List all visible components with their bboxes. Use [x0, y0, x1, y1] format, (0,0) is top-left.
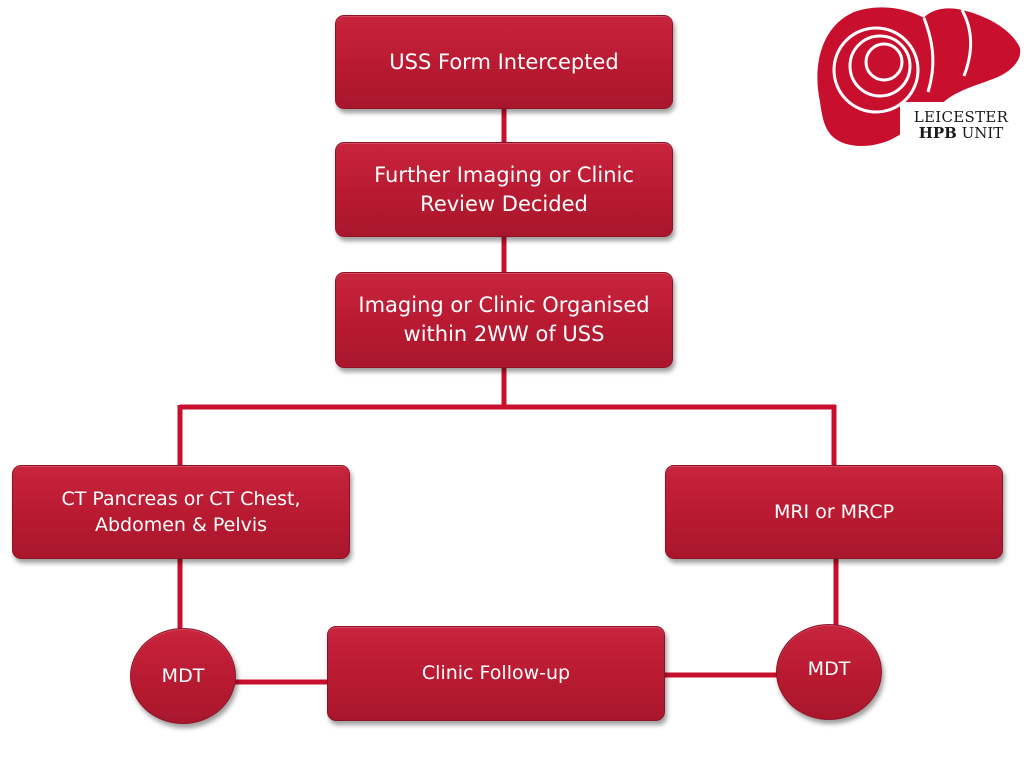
- node-label: USS Form Intercepted: [389, 49, 619, 74]
- logo-hpb: HPB: [918, 123, 957, 142]
- logo-line-leicester: LEICESTER: [913, 108, 1009, 126]
- node-mri-mrcp: MRI or MRCP: [665, 465, 1003, 559]
- node-further-imaging-decided: Further Imaging or Clinic Review Decided: [335, 142, 673, 237]
- node-label: MDT: [807, 657, 851, 680]
- logo-line-hpb-unit: HPB UNIT: [900, 123, 1022, 142]
- leicester-hpb-logo-liver-icon: [817, 7, 1022, 150]
- node-label: Imaging or Clinic Organised within 2WW o…: [358, 293, 650, 346]
- node-clinic-follow-up: Clinic Follow-up: [327, 626, 665, 721]
- leicester-hpb-logo-text: LEICESTER HPB UNIT: [900, 108, 1022, 142]
- node-label: Clinic Follow-up: [421, 662, 571, 685]
- node-ct-pancreas: CT Pancreas or CT Chest, Abdomen & Pelvi…: [12, 465, 350, 559]
- node-label: Further Imaging or Clinic Review Decided: [374, 162, 634, 216]
- node-mdt-right: MDT: [776, 624, 882, 720]
- logo-unit: UNIT: [961, 123, 1004, 142]
- node-label: CT Pancreas or CT Chest, Abdomen & Pelvi…: [61, 487, 301, 536]
- node-uss-form-intercepted: USS Form Intercepted: [335, 15, 673, 109]
- node-imaging-organised-2ww: Imaging or Clinic Organised within 2WW o…: [335, 272, 673, 368]
- node-label: MRI or MRCP: [773, 500, 895, 523]
- node-label: MDT: [161, 664, 205, 687]
- node-mdt-left: MDT: [130, 628, 236, 724]
